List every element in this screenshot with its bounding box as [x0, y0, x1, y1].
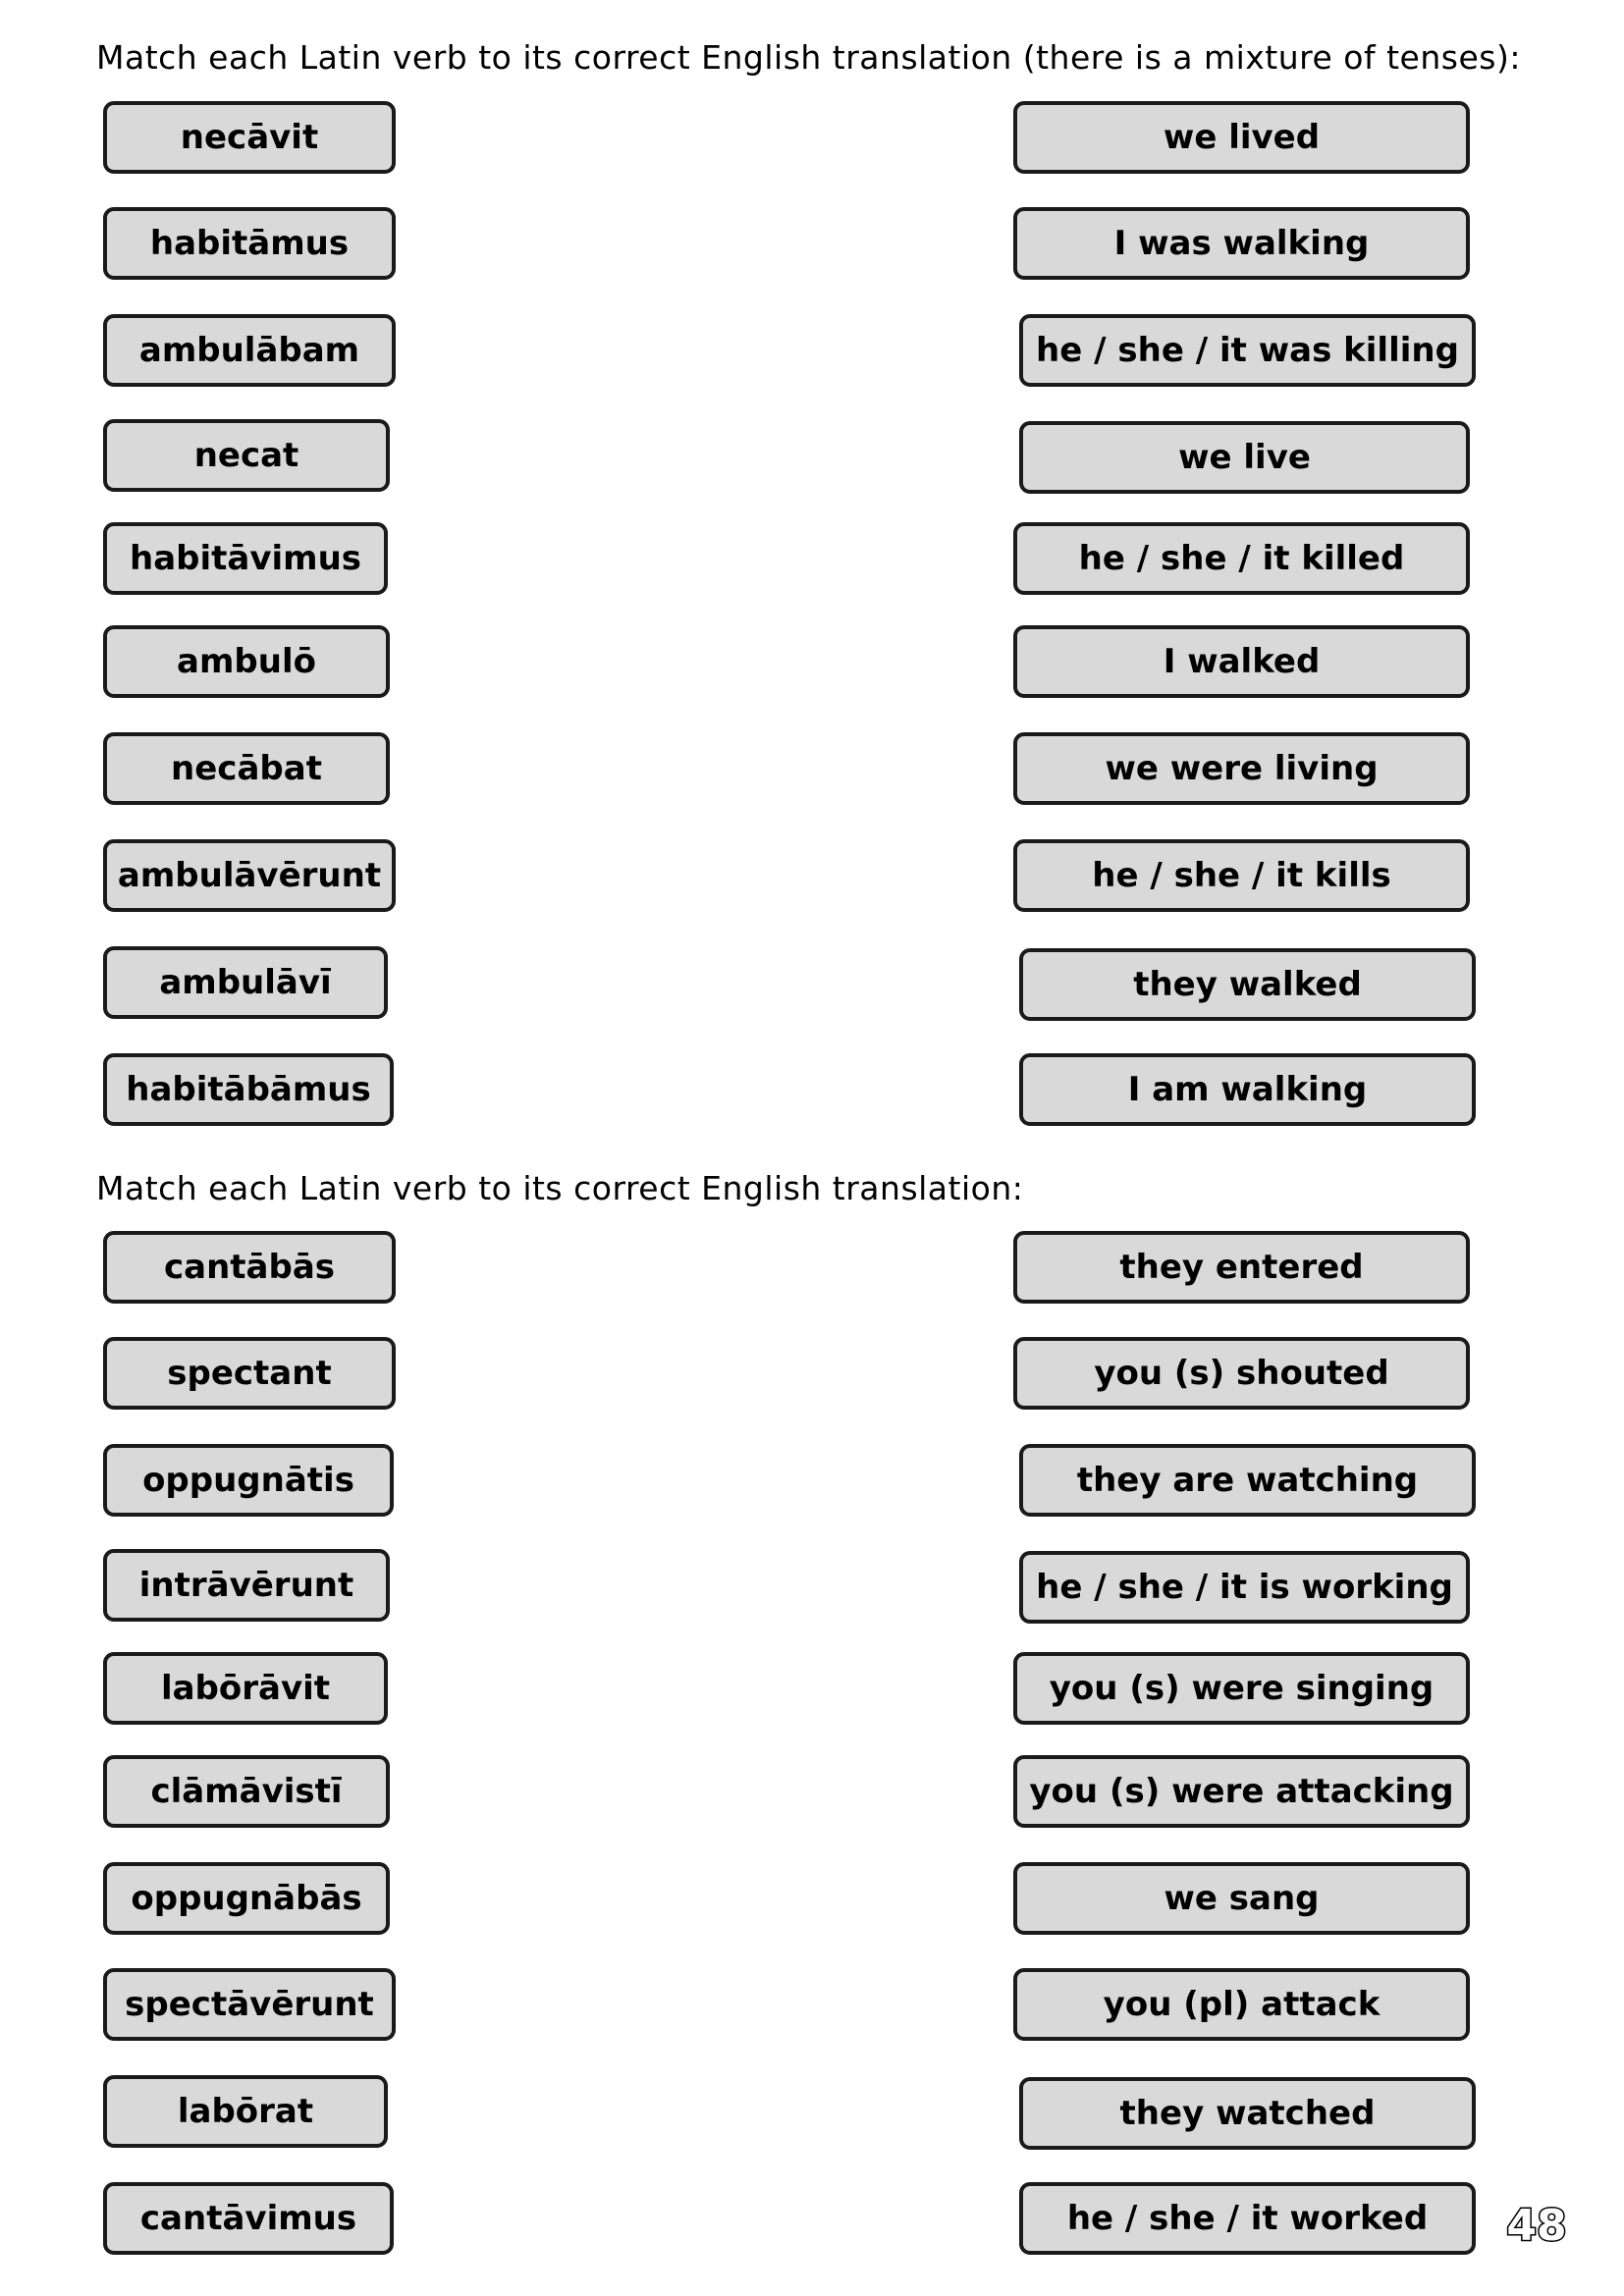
english-translation: he / she / it was killing	[1036, 331, 1459, 370]
latin-word: cantāvimus	[139, 2199, 357, 2238]
english-translation-box[interactable]: I was walking	[1013, 207, 1470, 280]
english-translation: you (s) were attacking	[1029, 1772, 1454, 1811]
english-translation: I was walking	[1113, 224, 1370, 263]
english-translation-box[interactable]: I am walking	[1019, 1053, 1476, 1126]
english-translation: you (s) were singing	[1049, 1669, 1435, 1708]
latin-word-box[interactable]: necat	[103, 419, 390, 492]
english-translation-box[interactable]: he / she / it worked	[1019, 2182, 1476, 2255]
latin-word: clāmāvistī	[150, 1772, 343, 1811]
latin-word-box[interactable]: ambulāvī	[103, 946, 388, 1019]
latin-word-box[interactable]: habitābāmus	[103, 1053, 394, 1126]
latin-word: intrāvērunt	[138, 1566, 354, 1605]
english-translation-box[interactable]: we sang	[1013, 1862, 1470, 1935]
english-translation: we live	[1178, 438, 1311, 477]
latin-word: spectant	[167, 1354, 332, 1393]
latin-word-box[interactable]: ambulābam	[103, 314, 396, 387]
english-translation: we sang	[1164, 1879, 1320, 1918]
latin-word-box[interactable]: ambulō	[103, 625, 390, 698]
latin-word-box[interactable]: oppugnātis	[103, 1444, 394, 1517]
latin-word: habitāmus	[149, 224, 350, 263]
english-translation: he / she / it killed	[1078, 539, 1405, 578]
latin-word: labōrāvit	[160, 1669, 331, 1708]
latin-word-box[interactable]: clāmāvistī	[103, 1755, 390, 1828]
english-translation-box[interactable]: you (s) shouted	[1013, 1337, 1470, 1410]
english-translation: they are watching	[1076, 1461, 1419, 1500]
english-translation-box[interactable]: you (s) were singing	[1013, 1652, 1470, 1725]
english-translation-box[interactable]: he / she / it is working	[1019, 1551, 1470, 1624]
latin-word-box[interactable]: cantāvimus	[103, 2182, 394, 2255]
latin-word-box[interactable]: spectāvērunt	[103, 1968, 396, 2041]
latin-word-box[interactable]: labōrat	[103, 2075, 388, 2148]
latin-word: ambulābam	[138, 331, 360, 370]
english-translation: he / she / it worked	[1066, 2199, 1429, 2238]
english-translation: they watched	[1119, 2094, 1376, 2133]
english-translation-box[interactable]: we live	[1019, 421, 1470, 494]
latin-word: oppugnātis	[142, 1461, 354, 1500]
instruction-section-1: Match each Latin verb to its correct Eng…	[96, 38, 1521, 77]
instruction-section-2: Match each Latin verb to its correct Eng…	[96, 1169, 1024, 1207]
latin-word: habitāvimus	[129, 539, 362, 578]
latin-word: necāvit	[180, 118, 319, 157]
latin-word: oppugnābās	[131, 1879, 362, 1918]
english-translation-box[interactable]: they entered	[1013, 1231, 1470, 1304]
english-translation-box[interactable]: he / she / it was killing	[1019, 314, 1476, 387]
latin-word: necābat	[171, 749, 322, 788]
latin-word-box[interactable]: spectant	[103, 1337, 396, 1410]
latin-word: habitābāmus	[126, 1070, 371, 1109]
english-translation-box[interactable]: you (pl) attack	[1013, 1968, 1470, 2041]
english-translation: I am walking	[1127, 1070, 1368, 1109]
english-translation-box[interactable]: he / she / it killed	[1013, 522, 1470, 595]
english-translation: we lived	[1163, 118, 1321, 157]
english-translation: he / she / it kills	[1092, 856, 1391, 895]
latin-word-box[interactable]: habitāvimus	[103, 522, 388, 595]
english-translation: they walked	[1133, 965, 1362, 1004]
english-translation-box[interactable]: they are watching	[1019, 1444, 1476, 1517]
english-translation-box[interactable]: they walked	[1019, 948, 1476, 1021]
english-translation-box[interactable]: I walked	[1013, 625, 1470, 698]
english-translation-box[interactable]: you (s) were attacking	[1013, 1755, 1470, 1828]
latin-word-box[interactable]: intrāvērunt	[103, 1549, 390, 1622]
english-translation: he / she / it is working	[1036, 1568, 1453, 1607]
latin-word-box[interactable]: habitāmus	[103, 207, 396, 280]
latin-word: cantābās	[163, 1248, 336, 1287]
latin-word-box[interactable]: cantābās	[103, 1231, 396, 1304]
latin-word-box[interactable]: oppugnābās	[103, 1862, 390, 1935]
latin-word: ambulāvī	[159, 963, 332, 1002]
english-translation-box[interactable]: they watched	[1019, 2077, 1476, 2150]
latin-word: spectāvērunt	[125, 1985, 374, 2024]
latin-word: necat	[193, 436, 299, 475]
latin-word-box[interactable]: ambulāvērunt	[103, 839, 396, 912]
latin-word: ambulō	[177, 642, 316, 681]
latin-word-box[interactable]: necābat	[103, 732, 390, 805]
english-translation: we were living	[1105, 749, 1379, 788]
page-number: 48	[1505, 2201, 1568, 2251]
english-translation-box[interactable]: he / she / it kills	[1013, 839, 1470, 912]
english-translation: they entered	[1119, 1248, 1364, 1287]
english-translation-box[interactable]: we were living	[1013, 732, 1470, 805]
latin-word: ambulāvērunt	[117, 856, 382, 895]
english-translation: you (s) shouted	[1094, 1354, 1389, 1393]
english-translation: you (pl) attack	[1103, 1985, 1380, 2024]
latin-word-box[interactable]: labōrāvit	[103, 1652, 388, 1725]
english-translation-box[interactable]: we lived	[1013, 101, 1470, 174]
latin-word-box[interactable]: necāvit	[103, 101, 396, 174]
english-translation: I walked	[1163, 642, 1321, 681]
latin-word: labōrat	[177, 2092, 314, 2131]
